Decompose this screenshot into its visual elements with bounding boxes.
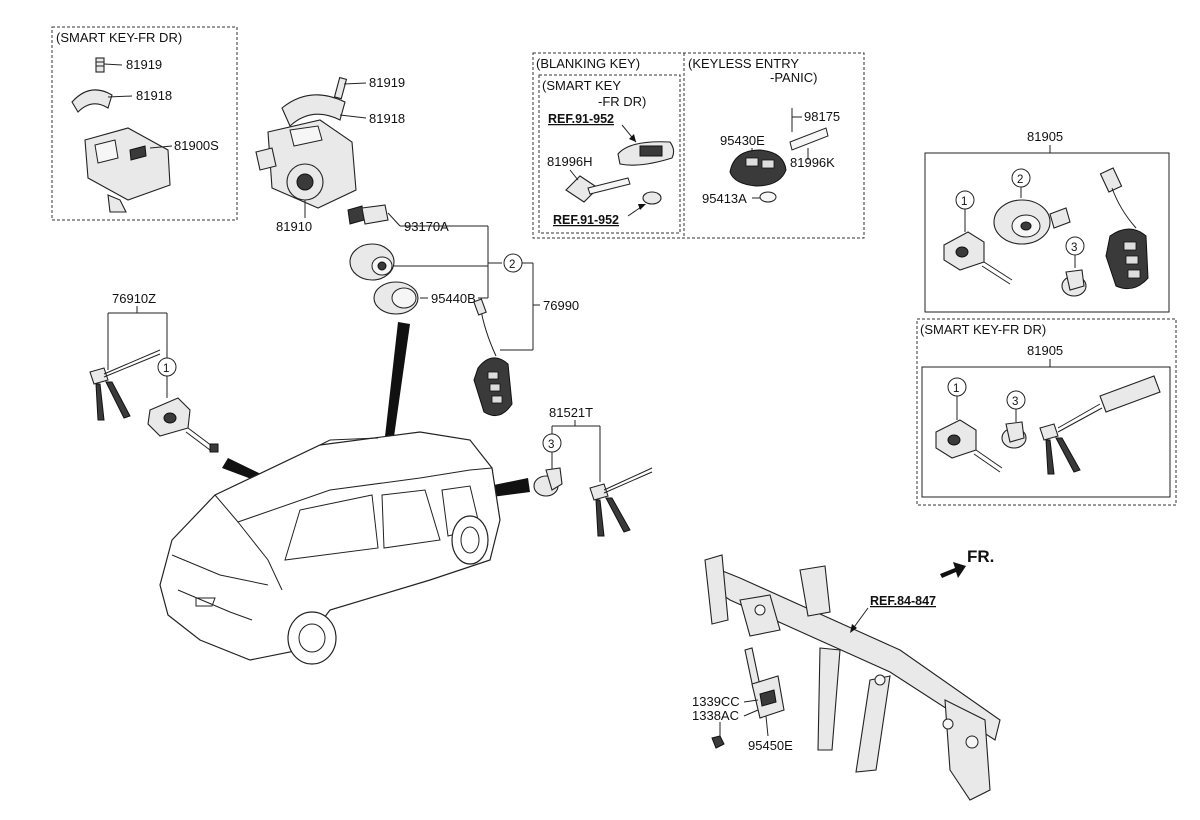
tailgate-cylinder-icon (1061, 269, 1087, 297)
keyless-fob-95430e-icon (729, 148, 787, 187)
callout-1: 1 (953, 383, 959, 395)
label-95413a: 95413A (702, 191, 747, 206)
ignition-cylinder-icon (993, 199, 1071, 245)
smart-key-fr-dr-box-right: (SMART KEY-FR DR) 81905 1 3 (916, 318, 1177, 506)
callout-2: 2 (509, 259, 515, 271)
smart-key-antenna-95450e-icon (744, 647, 785, 737)
box-header-smart-key-inner-2: -FR DR) (598, 94, 646, 109)
immobilizer-group: 93170A 95440B 2 76990 (347, 204, 579, 417)
label-1338ac: 1338AC (692, 708, 739, 723)
tailgate-cylinder-icon (533, 467, 563, 497)
lock-assembly-81900s-icon (84, 127, 173, 213)
label-81900s: 81900S (174, 138, 219, 153)
label-81919-center: 81919 (369, 75, 405, 90)
nut-1339cc-icon (711, 722, 725, 749)
bolt-81919-icon (333, 76, 367, 100)
ref-91-952-bottom: REF.91-952 (553, 213, 619, 227)
label-81996h: 81996H (547, 154, 593, 169)
smart-key-blank-fob-icon (617, 141, 675, 166)
tailgate-key-icon (589, 467, 653, 537)
label-93170a: 93170A (404, 219, 449, 234)
key-fob-76990-icon (473, 298, 513, 417)
callout-1: 1 (163, 363, 169, 375)
front-direction-indicator: FR. (940, 547, 994, 578)
front-arrow-icon (940, 562, 966, 578)
label-1339cc: 1339CC (692, 694, 740, 709)
ignition-lock-assembly: 81919 81918 81910 (255, 75, 405, 234)
label-81905-bottom: 81905 (1027, 343, 1063, 358)
box-header-smart-key-fr-dr-right: (SMART KEY-FR DR) (920, 322, 1046, 337)
label-81918-left: 81918 (136, 88, 172, 103)
label-81910: 81910 (276, 219, 312, 234)
ring-95440b-icon (373, 281, 428, 315)
label-95440b: 95440B (431, 291, 476, 306)
blanking-keyless-box: (BLANKING KEY) (SMART KEY -FR DR) REF.91… (532, 52, 865, 239)
button-cell-icon (642, 191, 662, 205)
box-header-blanking-key: (BLANKING KEY) (536, 56, 640, 71)
box-header-keyless-2: -PANIC) (770, 70, 817, 85)
label-95450e: 95450E (748, 738, 793, 753)
ref-84-847-arrow (850, 624, 857, 633)
box-header-smart-key-fr-dr-left: (SMART KEY-FR DR) (56, 30, 182, 45)
key-blade-81996k-icon (789, 127, 829, 160)
key-cylinder-icon (349, 243, 488, 281)
lock-body-81910-icon (255, 119, 357, 218)
label-81918-center: 81918 (369, 111, 405, 126)
key-with-tag-icon (1039, 375, 1161, 475)
label-95430e: 95430E (720, 133, 765, 148)
dash-crossmember (704, 554, 1001, 801)
door-handle-group-76910z: 76910Z 1 (89, 291, 219, 453)
tailgate-cylinder-icon (1001, 421, 1027, 449)
cover-81918-icon (281, 94, 367, 127)
antenna-93170a-icon (347, 204, 488, 227)
label-81905-top: 81905 (1027, 129, 1063, 144)
key-blank-icon (89, 349, 161, 421)
pointer-strip-center (382, 322, 410, 465)
callout-2: 2 (1017, 174, 1023, 186)
label-81996k: 81996K (790, 155, 835, 170)
vehicle-illustration (159, 431, 501, 665)
battery-95413a-icon (752, 191, 777, 203)
box-header-smart-key-inner-1: (SMART KEY (542, 78, 621, 93)
door-lock-cylinder-icon (147, 397, 219, 453)
door-cylinder-icon (935, 419, 1003, 473)
callout-3: 3 (548, 439, 554, 451)
ref-arrow-bottom (638, 204, 646, 210)
emergency-key-81996h-icon (565, 169, 631, 203)
tailgate-lock-group-81521t: 81521T 3 (533, 405, 653, 537)
cover-81918-icon (71, 89, 133, 113)
label-76990: 76990 (543, 298, 579, 313)
label-81521t: 81521T (549, 405, 593, 420)
front-label: FR. (967, 547, 994, 566)
callout-3: 3 (1071, 242, 1077, 254)
callout-1: 1 (961, 196, 967, 208)
label-81919-left: 81919 (126, 57, 162, 72)
ref-91-952-top: REF.91-952 (548, 112, 614, 126)
bolt-81919-icon (95, 57, 123, 73)
key-set-81905-box: 81905 1 2 3 (924, 129, 1170, 313)
label-98175: 98175 (804, 109, 840, 124)
label-76910z: 76910Z (112, 291, 156, 306)
ref-84-847: REF.84-847 (870, 594, 936, 608)
smart-key-fob-icon (1099, 167, 1149, 290)
door-cylinder-icon (943, 231, 1013, 285)
box-header-keyless-1: (KEYLESS ENTRY (688, 56, 799, 71)
smart-key-fr-dr-box-left: (SMART KEY-FR DR) 81919 81918 81900S (51, 26, 238, 221)
callout-3: 3 (1012, 396, 1018, 408)
ref-arrow-top (629, 134, 636, 142)
